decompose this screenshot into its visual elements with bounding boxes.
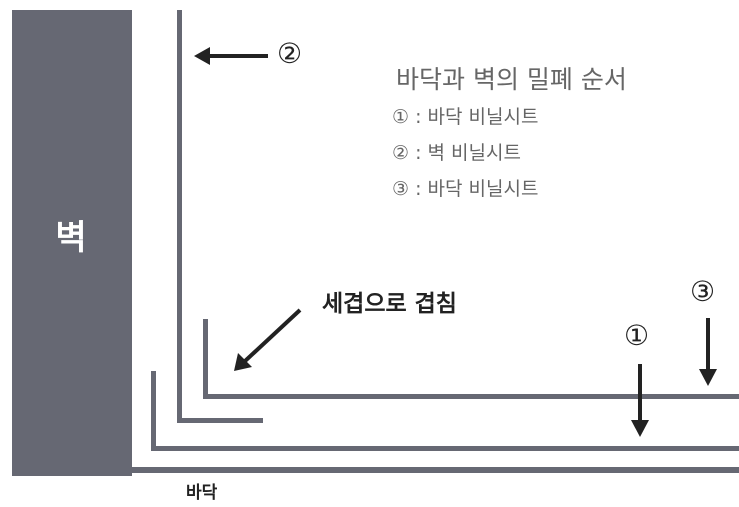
- floor-surface: [132, 467, 739, 473]
- arrow-overlap: [234, 308, 302, 371]
- sheet-1-horizontal: [151, 446, 739, 451]
- floor-label: 바닥: [186, 483, 218, 503]
- marker-2: ②: [277, 37, 303, 70]
- legend-title: 바닥과 벽의 밀폐 순서: [396, 65, 627, 94]
- sheet-2-horizontal: [177, 418, 263, 423]
- sheet-3-horizontal: [203, 394, 739, 399]
- overlap-label: 세겹으로 겹침: [322, 291, 457, 317]
- wall-label: 벽: [55, 218, 87, 258]
- sheet-1-vertical: [151, 371, 156, 451]
- marker-3: ③: [690, 275, 716, 308]
- arrow-to-sheet-2: [194, 47, 268, 65]
- sheet-2-vertical: [177, 10, 182, 423]
- marker-1: ①: [624, 319, 650, 352]
- arrow-to-sheet-1: [631, 364, 649, 437]
- legend-item-1: ① : 바닥 비닐시트: [392, 106, 539, 128]
- sheet-3-vertical: [203, 319, 208, 399]
- legend-item-3: ③ : 바닥 비닐시트: [392, 178, 539, 200]
- legend-item-2: ② : 벽 비닐시트: [392, 142, 521, 164]
- arrow-to-sheet-3: [699, 318, 717, 386]
- wall-block: [12, 10, 132, 476]
